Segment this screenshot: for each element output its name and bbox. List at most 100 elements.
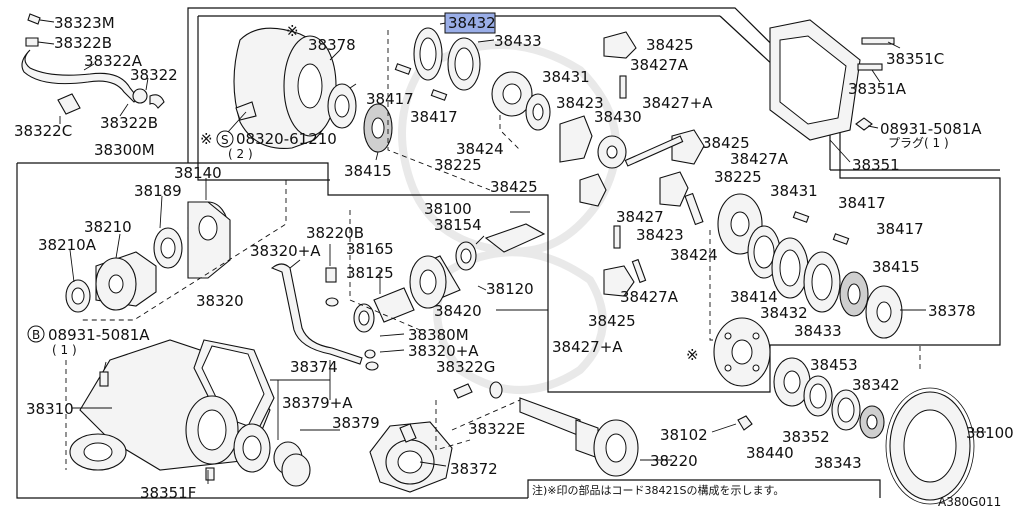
label-38351: 38351 xyxy=(852,156,900,174)
pinion-bearings xyxy=(349,210,548,333)
label-38320pA-top: 38320+A xyxy=(250,242,321,260)
label-asterisk-b: ※ xyxy=(686,346,699,364)
label-38430: 38430 xyxy=(594,108,642,126)
label-38427A-mid: 38427A xyxy=(730,150,789,168)
label-38351F: 38351F xyxy=(140,484,196,502)
label-38379pA: 38379+A xyxy=(282,394,353,412)
label-38322A: 38322A xyxy=(84,52,143,70)
label-38431-top: 38431 xyxy=(542,68,590,86)
label-38100-top: 38100 xyxy=(424,200,472,218)
watermark xyxy=(398,41,620,394)
label-38417-a: 38417 xyxy=(366,90,414,108)
label-38424-r: 38424 xyxy=(670,246,718,264)
label-38453: 38453 xyxy=(810,356,858,374)
label-38427A-r: 38427A xyxy=(620,288,679,306)
label-38378-top: 38378 xyxy=(308,36,356,54)
label-38300M: 38300M xyxy=(94,141,155,159)
washers-top xyxy=(387,21,521,191)
label-38322B-bot: 38322B xyxy=(100,114,158,132)
companion-flange xyxy=(65,178,287,321)
label-38379: 38379 xyxy=(332,414,380,432)
label-08931-b-qty: ( 1 ) xyxy=(52,343,77,357)
diagram-code: A380G011 xyxy=(938,495,1001,509)
carrier-housing xyxy=(65,339,331,484)
label-38427pA-top: 38427+A xyxy=(642,94,713,112)
label-08320-qty: ( 2 ) xyxy=(228,147,253,161)
label-38322C: 38322C xyxy=(14,122,72,140)
label-38220B: 38220B xyxy=(306,224,364,242)
label-38225-r: 38225 xyxy=(714,168,762,186)
label-38423-top: 38423 xyxy=(556,94,604,112)
breather-hardware xyxy=(270,244,405,371)
label-38440: 38440 xyxy=(746,444,794,462)
label-38425-top: 38425 xyxy=(646,36,694,54)
rear-cover xyxy=(769,19,901,163)
label-38415-top: 38415 xyxy=(344,162,392,180)
label-38433-r: 38433 xyxy=(794,322,842,340)
label-38342: 38342 xyxy=(852,376,900,394)
circle-b-icon xyxy=(27,325,45,343)
label-38322G: 38322G xyxy=(436,358,495,376)
side-retainer xyxy=(369,381,521,493)
label-38380M: 38380M xyxy=(408,326,469,344)
label-38417-b: 38417 xyxy=(410,108,458,126)
label-circle-s: S xyxy=(221,133,229,147)
label-38322B-top: 38322B xyxy=(54,34,112,52)
label-38189: 38189 xyxy=(134,182,182,200)
label-08931-b: 08931-5081A xyxy=(48,326,150,344)
label-38165: 38165 xyxy=(346,240,394,258)
label-38352: 38352 xyxy=(782,428,830,446)
label-38154: 38154 xyxy=(434,216,482,234)
label-38140: 38140 xyxy=(174,164,222,182)
label-circle-b: B xyxy=(32,328,40,342)
label-38432-top: 38432 xyxy=(448,14,496,32)
circle-s-icon xyxy=(216,130,234,148)
label-38210A: 38210A xyxy=(38,236,97,254)
label-38432-r: 38432 xyxy=(760,304,808,322)
label-38424-top: 38424 xyxy=(456,140,504,158)
seal-rings xyxy=(273,429,340,487)
side-gear-right xyxy=(684,192,926,370)
label-38351A: 38351A xyxy=(848,80,907,98)
breather-pipe-group xyxy=(21,13,165,124)
label-38427A-top: 38427A xyxy=(630,56,689,74)
label-08931-top: 08931-5081A xyxy=(880,120,982,138)
label-38415-r: 38415 xyxy=(872,258,920,276)
label-asterisk-top: ※ xyxy=(286,22,299,40)
ring-gear-group xyxy=(711,357,986,505)
label-38102: 38102 xyxy=(660,426,708,444)
label-38417-r1: 38417 xyxy=(838,194,886,212)
label-38423-r: 38423 xyxy=(636,226,684,244)
label-38220: 38220 xyxy=(650,452,698,470)
label-38425-mid: 38425 xyxy=(702,134,750,152)
label-38372: 38372 xyxy=(450,460,498,478)
label-38425-l: 38425 xyxy=(490,178,538,196)
differential-case-top xyxy=(227,27,393,161)
label-38351C: 38351C xyxy=(886,50,944,68)
label-38433-top: 38433 xyxy=(494,32,542,50)
label-38414: 38414 xyxy=(730,288,778,306)
label-38120: 38120 xyxy=(486,280,534,298)
label-38431-r: 38431 xyxy=(770,182,818,200)
label-38417-r2: 38417 xyxy=(876,220,924,238)
highlight-38432 xyxy=(444,12,496,34)
differential-case-bottom xyxy=(713,317,771,387)
label-38320pA-b: 38320+A xyxy=(408,342,479,360)
label-38125: 38125 xyxy=(346,264,394,282)
label-asterisk-s: ※ xyxy=(200,130,213,148)
label-38322: 38322 xyxy=(130,66,178,84)
label-38310: 38310 xyxy=(26,400,74,418)
footnote: 注)※印の部品はコード38421Sの構成を示します。 xyxy=(532,483,784,497)
label-38374: 38374 xyxy=(290,358,338,376)
label-38322E: 38322E xyxy=(468,420,525,438)
label-38378-r: 38378 xyxy=(928,302,976,320)
label-38320: 38320 xyxy=(196,292,244,310)
gears-top xyxy=(491,31,705,297)
label-38427pA-b: 38427+A xyxy=(552,338,623,356)
label-38210: 38210 xyxy=(84,218,132,236)
label-38100-r: 38100 xyxy=(966,424,1014,442)
label-08320: 08320-61210 xyxy=(236,130,337,148)
label-38427: 38427 xyxy=(616,208,664,226)
label-38420: 38420 xyxy=(434,302,482,320)
